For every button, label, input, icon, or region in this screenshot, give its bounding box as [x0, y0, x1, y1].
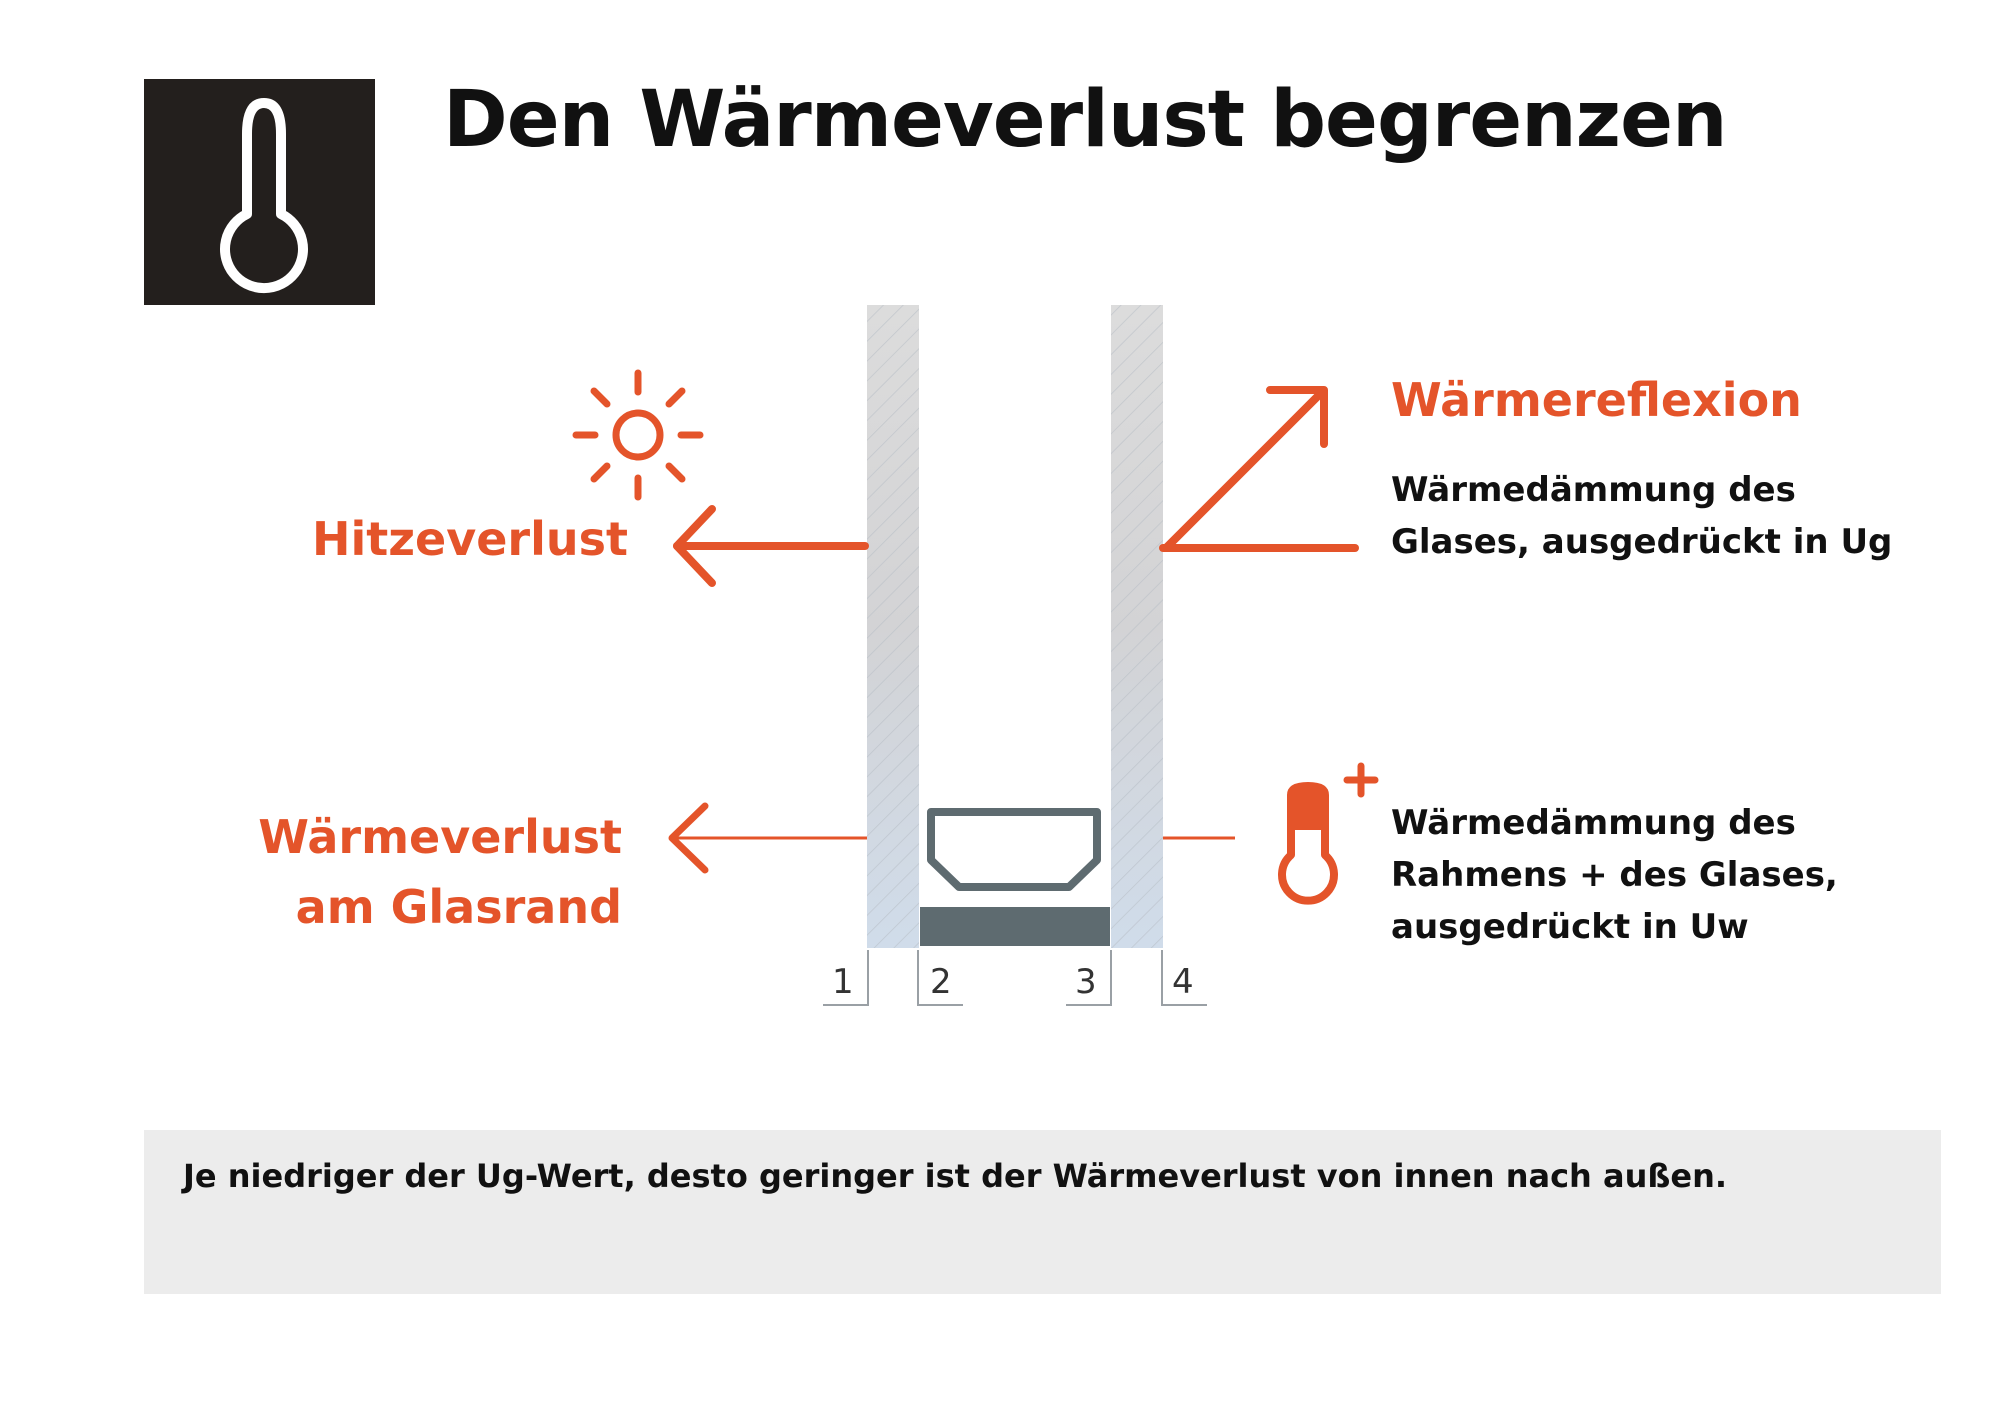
- edge-heat-loss-line-2: am Glasrand: [295, 880, 622, 934]
- surface-number-3: 3: [1075, 962, 1097, 1002]
- heat-loss-label: Hitzeverlust: [312, 512, 628, 566]
- edge-heat-loss-label: Wärmeverlust am Glasrand: [258, 802, 622, 942]
- uw-description-line-2: Rahmens + des Glases,: [1391, 855, 1838, 895]
- glass-pane-right: [1111, 305, 1163, 948]
- surface-brackets: [823, 950, 1207, 1006]
- ug-description-line-1: Wärmedämmung des: [1391, 470, 1796, 510]
- note-text: Je niedriger der Ug-Wert, desto geringer…: [183, 1157, 1727, 1195]
- surface-number-1: 1: [832, 962, 854, 1002]
- heat-reflection-label: Wärmereflexion: [1391, 373, 1802, 427]
- page-title: Den Wärmeverlust begrenzen: [443, 75, 1728, 165]
- edge-heat-loss-line-1: Wärmeverlust: [258, 810, 622, 864]
- ug-description-line-2: Glases, ausgedrückt in Ug: [1391, 522, 1893, 562]
- ug-description: Wärmedämmung des Glases, ausgedrückt in …: [1391, 464, 1892, 568]
- surface-number-4: 4: [1172, 962, 1194, 1002]
- heat-loss-arrow: [673, 505, 869, 587]
- uw-description-line-3: ausgedrückt in Uw: [1391, 907, 1749, 947]
- edge-loss-arrowhead: [668, 802, 709, 874]
- thermometer-icon: [220, 98, 308, 294]
- note-box: [144, 1130, 1941, 1294]
- uw-description-line-1: Wärmedämmung des: [1391, 803, 1796, 843]
- surface-number-2: 2: [930, 962, 952, 1002]
- thermometer-icon-box: [144, 79, 375, 305]
- uw-description: Wärmedämmung des Rahmens + des Glases, a…: [1391, 797, 1838, 953]
- thermometer-plus-icon: [1278, 762, 1379, 905]
- reflection-arrow: [1159, 386, 1359, 552]
- spacer-profile: [920, 808, 1110, 946]
- glass-pane-left: [867, 305, 919, 948]
- sun-icon: [572, 369, 704, 501]
